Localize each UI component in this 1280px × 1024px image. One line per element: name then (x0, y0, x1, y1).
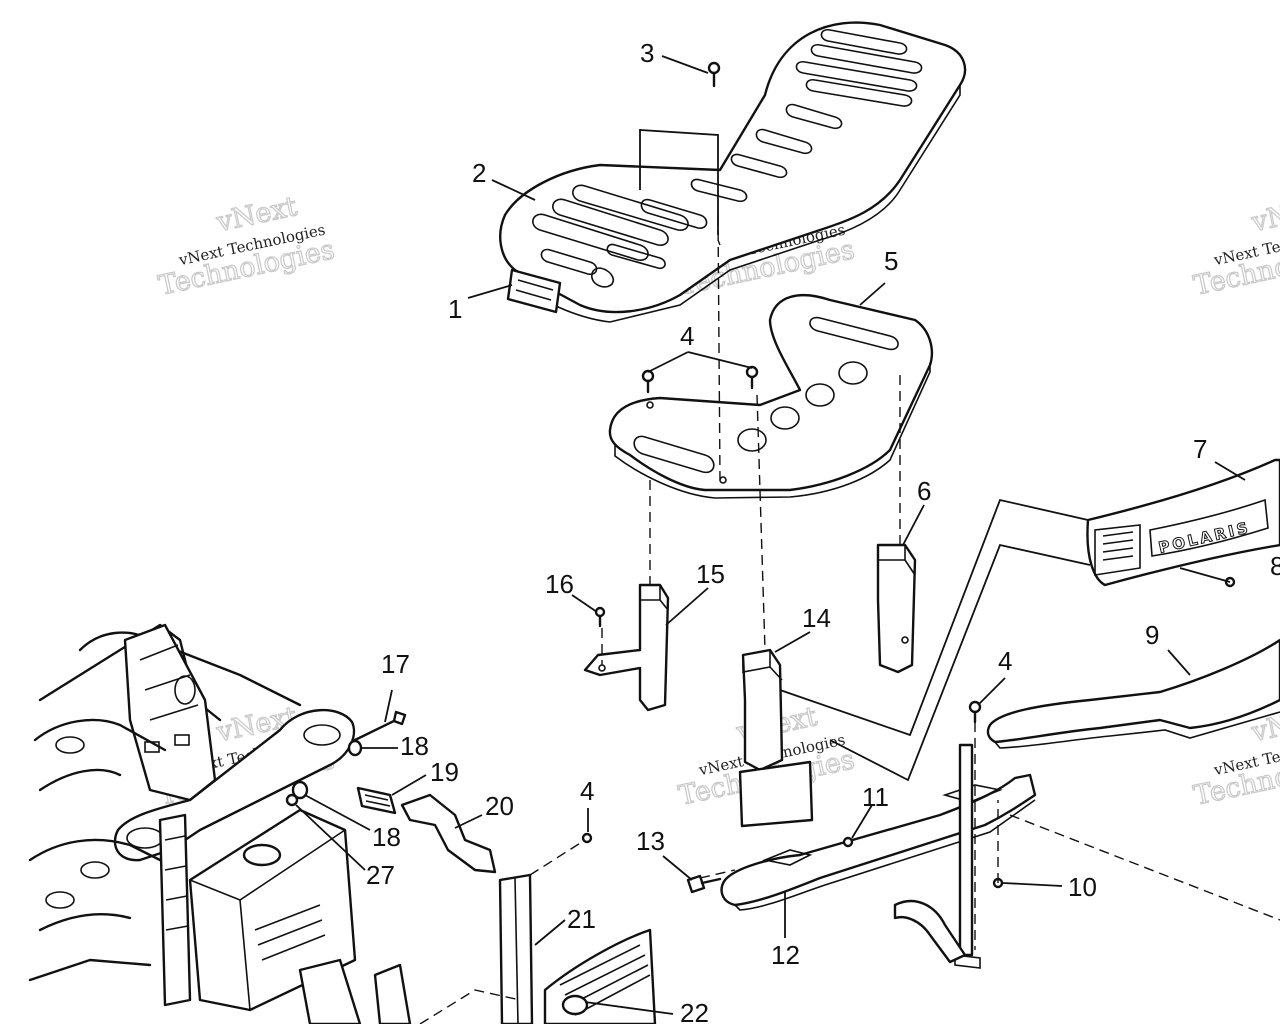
rack-support-plate (608, 293, 934, 499)
callout-labels: 1 2 3 4 4 4 5 6 7 8 9 10 11 12 13 14 15 … (366, 38, 1280, 1024)
bracket-part-6 (876, 543, 917, 674)
callout-11: 11 (862, 782, 889, 812)
callout-9: 9 (1145, 620, 1159, 650)
callout-7: 7 (1193, 434, 1207, 464)
bracket-part-20 (400, 793, 497, 874)
callout-17: 17 (381, 649, 410, 679)
callout-20: 20 (485, 791, 514, 821)
callout-4-upper: 4 (680, 321, 694, 351)
mounting-plate (738, 760, 814, 828)
battery (188, 808, 357, 1012)
callout-5: 5 (884, 246, 898, 276)
callout-1: 1 (448, 294, 462, 324)
assembly-lines (419, 214, 1280, 1024)
bumper-part-9 (986, 638, 1280, 749)
callout-14: 14 (802, 603, 831, 633)
screw-part-3 (707, 61, 721, 88)
watermark-text: vNext (1248, 191, 1280, 238)
bracket-part-15 (583, 583, 670, 712)
washer-part-18-upper (347, 739, 363, 757)
callout-19: 19 (430, 757, 459, 787)
skid-piece (893, 899, 967, 964)
callout-3: 3 (640, 38, 654, 68)
callout-15: 15 (696, 559, 725, 589)
nut-part-27 (285, 793, 299, 807)
grille-part-7: POLARIS (1086, 458, 1280, 587)
callout-10: 10 (1068, 872, 1097, 902)
watermark-right: vNext vNext Technologies Technologies (1190, 190, 1280, 302)
callout-27: 27 (366, 860, 395, 890)
lower-brackets (298, 958, 412, 1024)
vertical-support (954, 743, 981, 969)
callout-18-upper: 18 (400, 731, 429, 761)
callout-21: 21 (567, 904, 596, 934)
callout-13: 13 (636, 826, 665, 856)
leader-lines (295, 55, 1246, 1015)
callout-4-right: 4 (998, 646, 1012, 676)
watermark-left: vNext vNext Technologies Technologies (155, 190, 337, 302)
washer-part-18-lower (291, 780, 309, 800)
nut-part-11 (842, 836, 854, 848)
rack-slots (532, 29, 923, 288)
callout-12: 12 (771, 940, 800, 970)
bolt-part-13 (686, 874, 722, 894)
bolt-part-17 (353, 710, 407, 742)
callout-8: 8 (1270, 551, 1280, 581)
callout-2: 2 (472, 158, 486, 188)
frame-assembly (28, 623, 356, 1007)
callout-22: 22 (680, 998, 709, 1024)
bolt-part-4-right (745, 365, 759, 390)
callout-18-lower: 18 (372, 822, 401, 852)
plate-part-22 (543, 928, 657, 1024)
callout-6: 6 (917, 476, 931, 506)
bolt-part-4-left (641, 369, 655, 394)
panel-part-21 (498, 873, 534, 1024)
screw-part-16 (594, 606, 606, 628)
strut-part-14 (741, 648, 784, 772)
callout-16: 16 (545, 569, 574, 599)
bushing-part-19 (356, 786, 397, 815)
reflector-part-1 (506, 268, 562, 314)
callout-4-lower: 4 (580, 776, 594, 806)
